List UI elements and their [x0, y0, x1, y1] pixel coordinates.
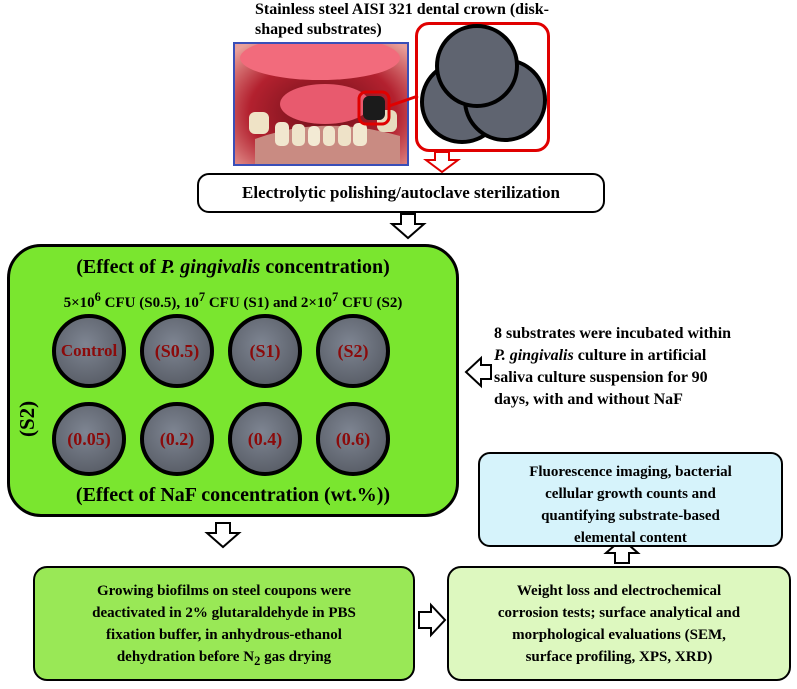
incubation-line3: saliva culture suspension for 90: [494, 369, 708, 386]
arrow-right-icon: [418, 602, 447, 638]
green-panel-title-suffix: concentration): [260, 256, 390, 278]
green-panel-bottom-title: (Effect of NaF concentration (wt.%)): [75, 484, 391, 506]
arrow-down-red-icon: [423, 151, 461, 174]
disk-label: (0.2): [159, 428, 195, 449]
subtitle-sup-c: 7: [331, 290, 339, 304]
header-title: Stainless steel AISI 321 dental crown (d…: [255, 0, 655, 40]
arrow-down-icon: [204, 522, 242, 549]
subtitle-part-d: CFU (S2): [338, 295, 403, 311]
disk-sample: (0.6): [316, 402, 390, 476]
disk-label: (S1): [249, 340, 281, 361]
green-panel-subtitle: 5×106 CFU (S0.5), 107 CFU (S1) and 2×107…: [7, 290, 459, 312]
green-panel-title-prefix: (Effect of: [76, 256, 161, 278]
analysis-box: Fluorescence imaging, bacterial cellular…: [478, 452, 783, 547]
disk-sample: (S0.5): [140, 314, 214, 388]
biofilm-line4-sub: 2: [254, 654, 261, 668]
incubation-line2-rest: culture in artificial: [573, 347, 707, 364]
biofilm-line3: fixation buffer, in anhydrous-ethanol: [106, 627, 342, 643]
tests-line3: morphological evaluations (SEM,: [512, 627, 726, 643]
disk-sample: (S1): [228, 314, 302, 388]
incubation-line2: P. gingivalis culture in artificial: [494, 345, 794, 367]
tests-line2: corrosion tests; surface analytical and: [497, 605, 741, 621]
subtitle-part-b: CFU (S0.5), 10: [100, 295, 199, 311]
polishing-sterilization-step: Electrolytic polishing/autoclave sterili…: [197, 173, 605, 213]
dental-photo-illustration: [235, 44, 407, 164]
header-title-line2: shaped substrates): [255, 21, 382, 38]
disk-sample: (0.4): [228, 402, 302, 476]
disk-sample: (S2): [316, 314, 390, 388]
disk-label: (S2): [337, 340, 369, 361]
incubation-description: 8 substrates were incubated within P. gi…: [494, 323, 794, 411]
subtitle-part-c: CFU (S1) and 2×10: [205, 295, 332, 311]
subtitle-sup-a: 6: [94, 290, 101, 304]
biofilm-box: Growing biofilms on steel coupons were d…: [33, 566, 415, 681]
biofilm-line1: Growing biofilms on steel coupons were: [96, 583, 352, 599]
incubation-line2-italic: P. gingivalis: [494, 347, 574, 364]
disk-sample: (0.05): [52, 402, 126, 476]
incubation-line1: 8 substrates were incubated within: [494, 325, 732, 342]
disk-label: (0.05): [67, 428, 111, 449]
subtitle-sup-b: 7: [198, 290, 206, 304]
tests-box: Weight loss and electrochemical corrosio…: [447, 566, 791, 681]
highlight-connector: [388, 94, 419, 108]
tests-line4: surface profiling, XPS, XRD): [525, 649, 713, 665]
biofilm-line4-b: gas drying: [260, 649, 332, 665]
green-panel-title: (Effect of P. gingivalis concentration): [7, 256, 459, 279]
analysis-line4: elemental content: [574, 530, 687, 546]
s2-side-label: (S2): [15, 400, 39, 437]
disk-label: Control: [60, 341, 118, 360]
arrow-left-icon: [464, 355, 492, 389]
green-panel-title-italic: P. gingivalis: [160, 256, 261, 278]
disk-label: (S0.5): [154, 340, 200, 361]
dental-photo: [233, 42, 409, 166]
biofilm-line2: deactivated in 2% glutaraldehyde in PBS: [92, 605, 356, 621]
header-title-line1: Stainless steel AISI 321 dental crown (d…: [255, 1, 549, 18]
disk-sample: Control: [52, 314, 126, 388]
disk-sample: (0.2): [140, 402, 214, 476]
arrow-down-icon: [389, 213, 427, 240]
disk-samples-frame: [415, 22, 550, 152]
analysis-line2: cellular growth counts and: [545, 486, 716, 502]
analysis-line3: quantifying substrate-based: [541, 508, 720, 524]
biofilm-line4: dehydration before N2 gas drying: [35, 646, 413, 672]
analysis-line1: Fluorescence imaging, bacterial: [529, 464, 732, 480]
subtitle-part-a: 5×10: [63, 295, 95, 311]
polishing-sterilization-label: Electrolytic polishing/autoclave sterili…: [242, 183, 560, 202]
incubation-line4: days, with and without NaF: [494, 391, 683, 408]
tests-line1: Weight loss and electrochemical: [516, 583, 722, 599]
biofilm-line4-a: dehydration before N: [116, 649, 255, 665]
disk-label: (0.6): [335, 428, 371, 449]
disk-label: (0.4): [247, 428, 283, 449]
disk-stack-icon: [420, 24, 547, 144]
